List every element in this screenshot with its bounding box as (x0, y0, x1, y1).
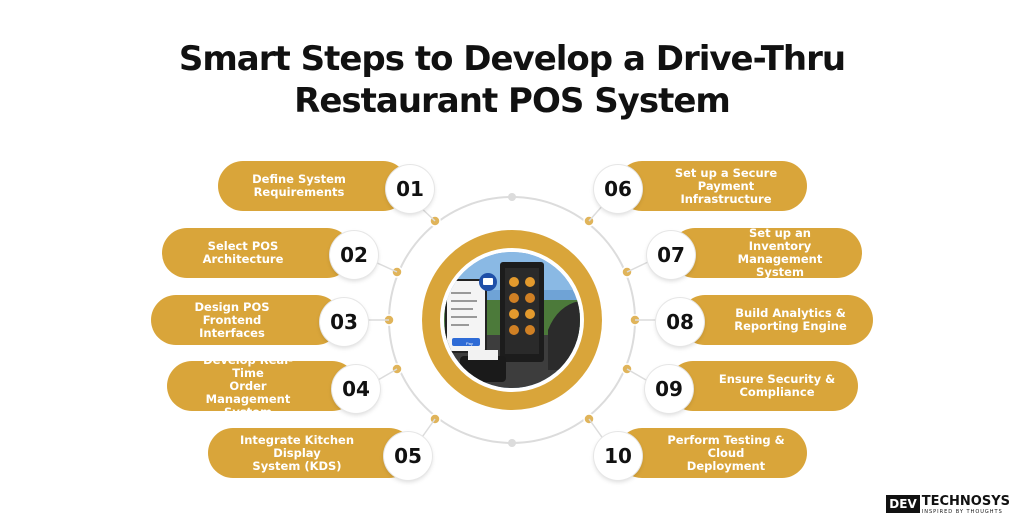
step-03-pill: Design POS Frontend Interfaces (151, 295, 341, 345)
brand-logo: DEV TECHNOSYS INSPIRED BY THOUGHTS (886, 495, 1010, 521)
step-07-number: 07 (647, 231, 695, 279)
step-10-label: Perform Testing & Cloud Deployment (667, 432, 785, 473)
connectors (366, 203, 656, 441)
brand-word: TECHNOSYS (921, 494, 1010, 509)
step-04-label: Develop Real-Time Order Management Syste… (203, 352, 293, 419)
step-02-number: 02 (330, 231, 378, 279)
step-03-label: Design POS Frontend Interfaces (194, 299, 270, 340)
step-08-pill: Build Analytics & Reporting Engine (680, 295, 873, 345)
title-line-1: Smart Steps to Develop a Drive-Thru (178, 39, 846, 79)
step-09-pill: Ensure Security & Compliance (668, 361, 858, 411)
step-02-label: Select POS Architecture (202, 239, 284, 266)
step-10-pill: Perform Testing & Cloud Deployment (617, 428, 807, 478)
step-06-number: 06 (594, 165, 642, 213)
step-10-number: 10 (594, 432, 642, 480)
pos-terminal-drive-thru-photo (444, 252, 580, 388)
brand-box: DEV (886, 495, 920, 513)
step-01-pill: Define System Requirements (218, 161, 408, 211)
title-line-2: Restaurant POS System (294, 81, 731, 121)
step-01-number: 01 (386, 165, 434, 213)
step-06-label: Set up a Secure Payment Infrastructure (674, 165, 778, 206)
step-05-pill: Integrate Kitchen Display System (KDS) (208, 428, 414, 478)
step-09-number: 09 (645, 365, 693, 413)
step-05-label: Integrate Kitchen Display System (KDS) (239, 432, 355, 473)
step-03-number: 03 (320, 298, 368, 346)
step-09-label: Ensure Security & Compliance (718, 372, 836, 399)
step-06-pill: Set up a Secure Payment Infrastructure (617, 161, 807, 211)
step-07-label: Set up an Inventory Management System (737, 226, 823, 279)
step-07-pill: Set up an Inventory Management System (670, 226, 862, 279)
step-01-label: Define System Requirements (252, 172, 346, 199)
step-05-number: 05 (384, 432, 432, 480)
step-08-number: 08 (656, 298, 704, 346)
page-title: Smart Steps to Develop a Drive-Thru Rest… (0, 38, 1024, 122)
step-04-pill: Develop Real-Time Order Management Syste… (167, 353, 357, 418)
step-02-pill: Select POS Architecture (162, 228, 352, 278)
step-08-label: Build Analytics & Reporting Engine (734, 306, 847, 333)
pay-button-label: Pay (466, 341, 473, 346)
step-04-number: 04 (332, 365, 380, 413)
brand-tagline: INSPIRED BY THOUGHTS (921, 509, 1003, 515)
